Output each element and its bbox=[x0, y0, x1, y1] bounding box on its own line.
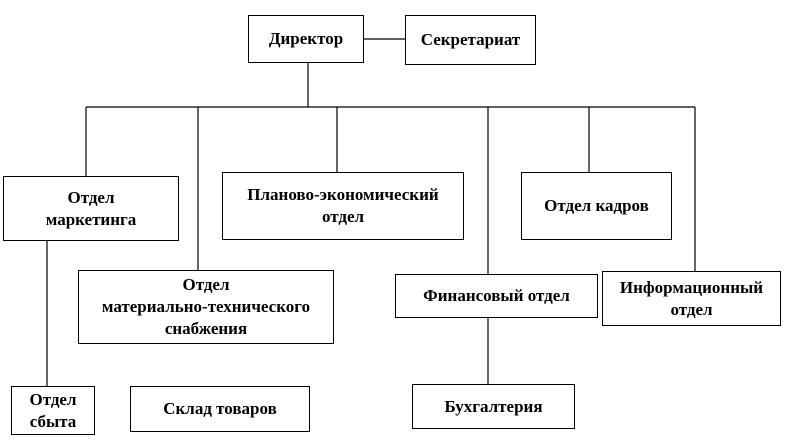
secretariat-box: Секретариат bbox=[405, 15, 536, 65]
marketing-department-box: Отдел маркетинга bbox=[3, 176, 179, 241]
sales-department-box: Отдел сбыта bbox=[11, 386, 95, 435]
finance-department-box: Финансовый отдел bbox=[395, 274, 598, 318]
warehouse-box: Склад товаров bbox=[130, 386, 310, 432]
it-department-box: Информационный отдел bbox=[602, 271, 781, 326]
planning-economic-department-box: Планово-экономический отдел bbox=[222, 172, 464, 240]
accounting-box: Бухгалтерия bbox=[412, 384, 575, 429]
supply-department-box: Отдел материально-технического снабжения bbox=[78, 270, 334, 344]
director-box: Директор bbox=[248, 15, 364, 63]
hr-department-box: Отдел кадров bbox=[521, 172, 672, 240]
